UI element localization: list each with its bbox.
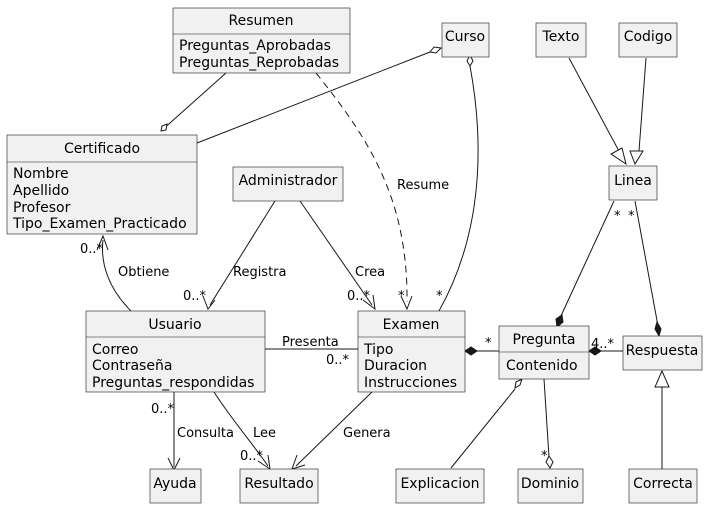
class-respuesta-title: Respuesta [626,343,699,359]
multiplicity-label: * [436,289,443,304]
class-dominio-title: Dominio [521,476,579,492]
aggregation-diamond-certificado-resumen [160,123,168,132]
aggregation-diamond-pregunta-explicacion [514,378,523,389]
multiplicity-label: 0..* [183,289,207,304]
class-linea: Linea [608,165,658,201]
edge-codigo-linea [638,57,647,152]
arrowhead-obtiene [96,234,109,251]
class-explicacion: Explicacion [395,468,485,504]
edge-resumen-certificado [160,72,227,132]
class-usuario-title: Usuario [148,317,201,333]
class-respuesta: Respuesta [622,335,703,371]
edge-texto-linea [568,57,621,154]
class-resultado: Resultado [239,468,319,504]
class-codigo: Codigo [618,22,678,58]
class-resumen-attr: Preguntas_Reprobadas [179,55,339,71]
generalization-triangle-codigo-linea [629,150,644,166]
class-certificado: Certificado Nombre Apellido Profesor Tip… [6,134,198,235]
class-administrador: Administrador [232,166,344,202]
edge-linea-pregunta [559,200,615,319]
aggregation-diamond-curso-certificado [429,46,443,54]
class-resultado-title: Resultado [244,476,313,492]
aggregation-diamond-curso-examen [466,53,474,67]
class-administrador-title: Administrador [239,173,338,189]
multiplicity-label: * [541,449,548,464]
class-usuario-attr: Preguntas_respondidas [92,375,254,391]
composition-diamond-examen [464,346,478,356]
arrowhead-registra [202,295,216,311]
class-examen-attr: Duracion [364,358,427,374]
relation-label-obtiene: Obtiene [118,265,169,280]
class-linea-title: Linea [614,173,652,189]
class-examen-title: Examen [383,317,440,333]
dependency-arrowhead [400,295,413,311]
edge-pregunta-explicacion [450,388,516,469]
class-usuario-attr: Contraseña [92,358,172,374]
multiplicity-label: * [614,209,621,224]
class-pregunta-title: Pregunta [513,332,576,348]
class-examen-attr: Instrucciones [364,375,457,391]
multiplicity-label: 0..* [80,242,104,257]
multiplicity-label: * [485,336,492,351]
class-texto: Texto [535,22,587,58]
edge-administrador-examen [299,200,373,306]
class-resumen-title: Resumen [228,13,293,29]
class-ayuda-title: Ayuda [153,476,196,492]
class-curso-title: Curso [445,29,485,45]
generalization-triangle-correcta-respuesta [654,369,670,388]
edge-usuario-resultado [213,391,269,467]
relation-label-crea: Crea [355,265,385,280]
edge-examen-resultado [295,391,373,467]
class-resumen-attr: Preguntas_Aprobadas [179,38,331,54]
edge-curso-certificado [196,51,431,144]
multiplicity-label: * [398,289,405,304]
class-pregunta-attr: Contenido [506,358,578,374]
aggregation-diamond-dominio [545,455,554,469]
composition-diamond-pregunta-linea [555,314,564,328]
class-usuario: Usuario Correo Contraseña Preguntas_resp… [85,310,266,393]
class-certificado-attr: Profesor [13,200,71,216]
class-resumen: Resumen Preguntas_Aprobadas Preguntas_Re… [172,7,351,74]
class-certificado-attr: Tipo_Examen_Practicado [12,216,187,232]
class-codigo-title: Codigo [624,29,673,45]
relation-label-resume: Resume [397,178,449,193]
multiplicity-label: 0..* [326,353,350,368]
relation-label-presenta: Presenta [282,335,339,350]
class-certificado-title: Certificado [64,141,140,157]
class-certificado-attr: Nombre [13,166,69,182]
class-explicacion-title: Explicacion [400,476,479,492]
class-examen-attr: Tipo [363,342,393,358]
class-usuario-attr: Correo [92,342,138,358]
multiplicity-label: 0..* [347,289,371,304]
class-certificado-attr: Apellido [13,183,69,199]
multiplicity-label: * [628,209,635,224]
class-examen: Examen Tipo Duracion Instrucciones [357,310,466,393]
generalization-triangle-texto-linea [610,147,627,166]
relation-label-consulta: Consulta [177,426,234,441]
relation-label-lee: Lee [253,426,276,441]
multiplicity-label: 4..* [591,337,615,352]
edge-resumen-examen-dependency [315,72,408,303]
multiplicity-label: 0..* [240,449,264,464]
relation-label-registra: Registra [233,265,287,280]
arrowhead-crea [362,294,376,311]
arrowhead-genera [291,454,306,470]
edge-linea-respuesta [634,200,659,327]
edge-usuario-certificado [101,239,132,312]
class-curso: Curso [441,22,490,58]
class-ayuda: Ayuda [149,468,202,504]
class-pregunta: Pregunta Contenido [498,325,590,380]
composition-diamond-pregunta-respuesta [588,346,602,356]
class-correcta: Correcta [628,468,698,504]
multiplicity-label: 0..* [151,402,175,417]
edge-pregunta-dominio [543,378,550,458]
class-texto-title: Texto [542,29,580,45]
class-dominio: Dominio [517,468,584,504]
edge-curso-examen [438,65,479,312]
class-correcta-title: Correcta [633,476,693,492]
edge-administrador-usuario [209,200,276,306]
relation-label-genera: Genera [343,426,391,441]
composition-diamond-respuesta-linea [654,320,662,338]
